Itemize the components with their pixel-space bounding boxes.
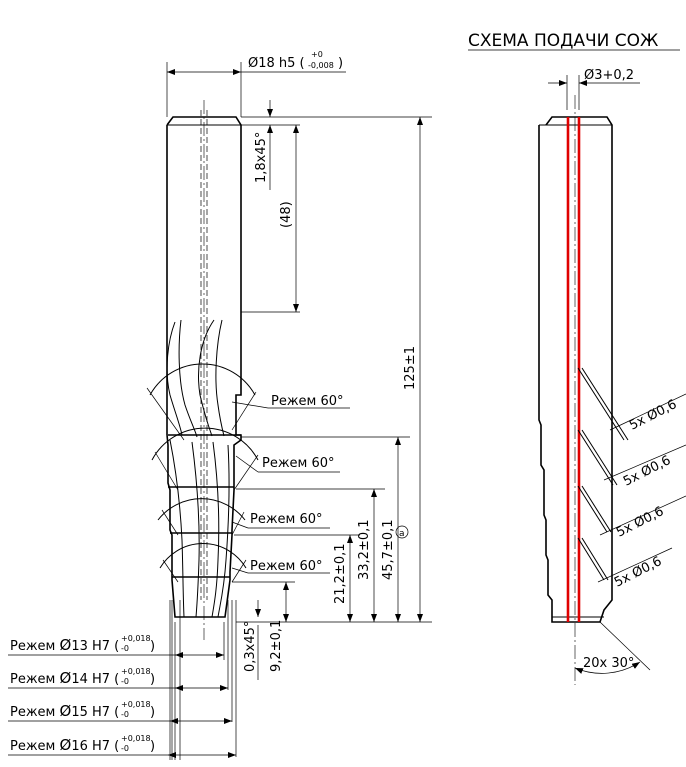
svg-text:): ) <box>150 672 155 687</box>
svg-text:): ) <box>150 639 155 654</box>
svg-text:): ) <box>150 739 155 754</box>
svg-text:Режем 60°: Режем 60° <box>250 559 323 574</box>
svg-text:-0,008: -0,008 <box>308 61 334 70</box>
svg-text:a: a <box>399 529 405 539</box>
svg-text:5x Ø0,6: 5x Ø0,6 <box>627 397 679 434</box>
diameter-labels: Режем Ø13 H7 ( +0,018 -0 ) Режем Ø14 H7 … <box>8 600 237 760</box>
svg-text:+0,018: +0,018 <box>121 667 151 676</box>
svg-text:Режем Ø16 H7 (: Режем Ø16 H7 ( <box>10 736 119 754</box>
dim-chamfer-bottom: 0,3x45° <box>243 600 261 680</box>
svg-text:Ø3+0,2: Ø3+0,2 <box>584 68 634 83</box>
svg-text:1,8x45°: 1,8x45° <box>254 132 269 183</box>
svg-text:+0: +0 <box>311 50 323 59</box>
svg-text:+0,018: +0,018 <box>121 634 151 643</box>
svg-text:(48): (48) <box>279 201 294 228</box>
svg-text:5x Ø0,6: 5x Ø0,6 <box>621 453 673 490</box>
svg-text:0,3x45°: 0,3x45° <box>243 621 258 672</box>
dim-total-length: 125±1 <box>236 116 432 623</box>
svg-text:+0,018: +0,018 <box>121 700 151 709</box>
svg-text:+0,018: +0,018 <box>121 734 151 743</box>
svg-text:Режем 60°: Режем 60° <box>271 394 344 409</box>
svg-text:5x Ø0,6: 5x Ø0,6 <box>614 504 666 541</box>
svg-text:21,2±0,1: 21,2±0,1 <box>333 543 348 604</box>
svg-text:Режем Ø13 H7 (: Режем Ø13 H7 ( <box>10 636 119 654</box>
tool-side-view <box>146 100 259 640</box>
shank-outline <box>166 116 242 435</box>
scheme-title: СХЕМА ПОДАЧИ СОЖ <box>468 31 658 51</box>
svg-text:45,7±0,1: 45,7±0,1 <box>381 519 396 580</box>
scheme-outline <box>538 116 613 623</box>
svg-text:9,2±0,1: 9,2±0,1 <box>269 620 284 672</box>
svg-text:33,2±0,1: 33,2±0,1 <box>357 519 372 580</box>
dim-shank: 1,8x45° (48) <box>241 100 300 313</box>
coolant-scheme-view: СХЕМА ПОДАЧИ СОЖ Ø3+0,2 5x Ø0,6 5x Ø0,6 <box>468 31 686 685</box>
dim-diameter-18: Ø18 h5 ( +0 -0,008 ) <box>166 50 346 117</box>
svg-text:Режем 60°: Режем 60° <box>262 456 335 471</box>
svg-text:): ) <box>338 56 343 71</box>
svg-text:Ø18 h5 (: Ø18 h5 ( <box>248 56 305 71</box>
svg-text:125±1: 125±1 <box>403 346 418 390</box>
svg-text:): ) <box>150 705 155 720</box>
svg-text:-0: -0 <box>121 710 129 719</box>
svg-text:Режем Ø14 H7 (: Режем Ø14 H7 ( <box>10 669 119 687</box>
svg-text:-0: -0 <box>121 744 129 753</box>
svg-text:20x 30°: 20x 30° <box>583 656 634 671</box>
cut-labels: Режем 60° Режем 60° Режем 60° Режем 60° <box>231 394 350 574</box>
svg-text:5x Ø0,6: 5x Ø0,6 <box>612 554 664 591</box>
svg-text:-0: -0 <box>121 644 129 653</box>
dim-steps: 45,7±0,1 33,2±0,1 21,2±0,1 9,2±0,1 a <box>232 436 410 672</box>
svg-text:Режем 60°: Режем 60° <box>250 512 323 527</box>
svg-text:Режем Ø15 H7 (: Режем Ø15 H7 ( <box>10 702 119 720</box>
svg-text:-0: -0 <box>121 677 129 686</box>
